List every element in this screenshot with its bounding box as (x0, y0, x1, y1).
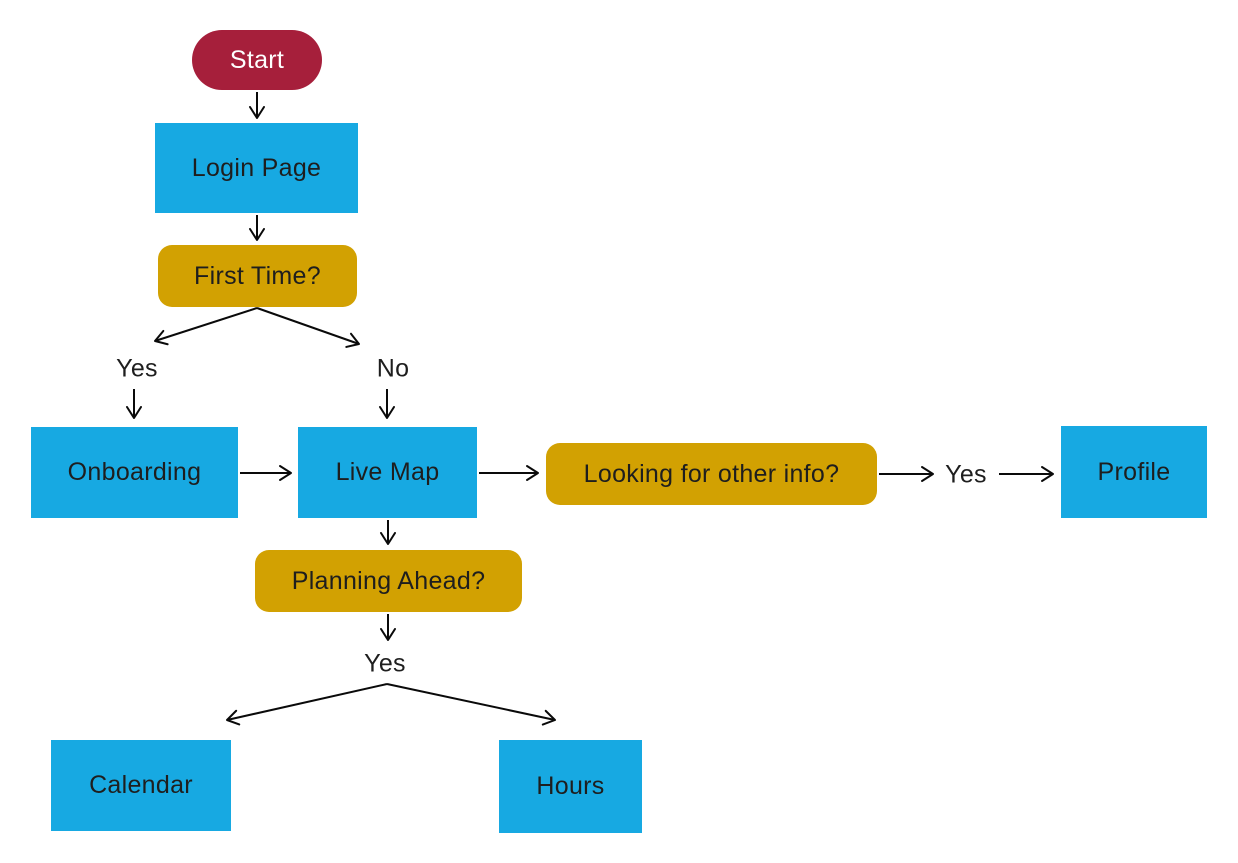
node-onboarding: Onboarding (31, 427, 238, 518)
node-first-time: First Time? (158, 245, 357, 307)
edge-label-planning-yes: Yes (364, 649, 406, 678)
node-login-page-label: Login Page (191, 153, 322, 182)
node-login-page: Login Page (155, 123, 358, 213)
arrow-planning-branch-hours (386, 683, 556, 726)
arrow-first-time-branch-yes (154, 307, 258, 346)
arrow-first-time-branch-no (256, 307, 360, 348)
node-profile-label: Profile (1097, 457, 1171, 486)
node-live-map-label: Live Map (335, 458, 440, 486)
edge-label-first-time-no: No (376, 354, 410, 383)
node-hours: Hours (499, 740, 642, 833)
node-onboarding-label: Onboarding (67, 458, 202, 486)
node-live-map: Live Map (298, 427, 477, 518)
edge-label-first-time-yes: Yes (116, 354, 158, 383)
node-hours-label: Hours (536, 772, 605, 800)
node-calendar-label: Calendar (89, 771, 193, 799)
node-start-label: Start (229, 45, 285, 74)
node-looking-for-other-info-label: Looking for other info? (583, 459, 840, 488)
node-planning-ahead-label: Planning Ahead? (291, 566, 486, 595)
node-first-time-label: First Time? (194, 261, 321, 290)
node-profile: Profile (1061, 426, 1207, 518)
node-calendar: Calendar (51, 740, 231, 831)
node-looking-for-other-info: Looking for other info? (546, 443, 877, 505)
node-start: Start (192, 30, 322, 90)
node-planning-ahead: Planning Ahead? (255, 550, 522, 612)
edge-label-looking-yes: Yes (945, 460, 987, 489)
arrow-planning-branch-calendar (226, 683, 388, 726)
